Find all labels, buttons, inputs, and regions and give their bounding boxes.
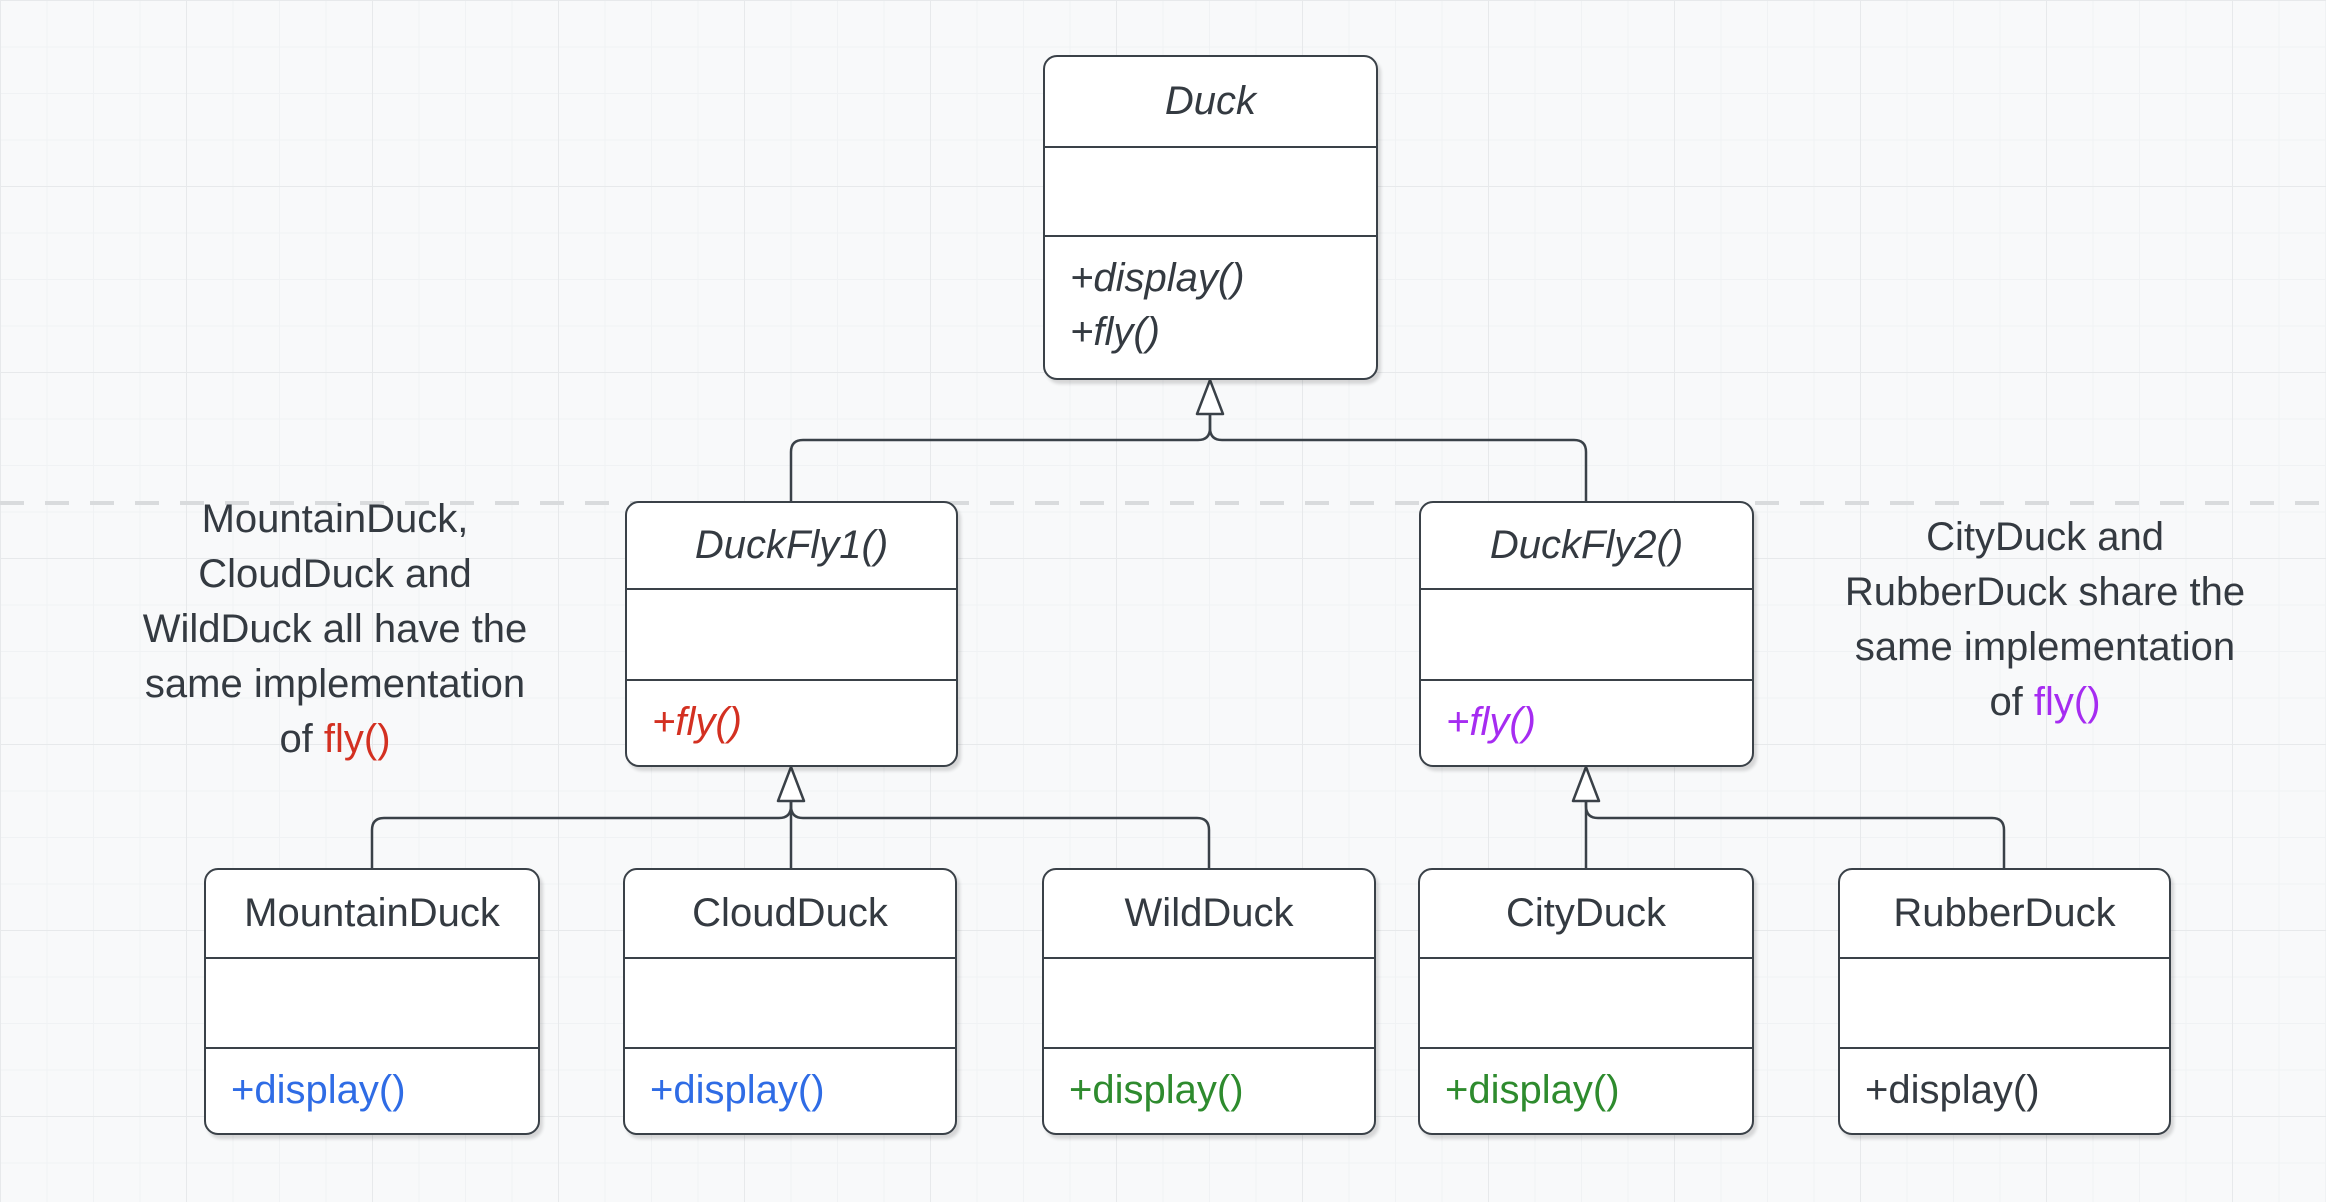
method-display: +display() [1445, 1068, 1620, 1112]
class-duck-title: Duck [1045, 57, 1376, 148]
annotation-left[interactable]: MountainDuck, CloudDuck and WildDuck all… [85, 492, 585, 767]
inheritance-arrow-duck [1195, 378, 1225, 416]
annotation-line: of fly() [85, 712, 585, 767]
connector-duckfly1-to-duck[interactable] [789, 414, 1212, 501]
class-duckfly2-title: DuckFly2() [1421, 503, 1752, 590]
annotation-line: MountainDuck, [201, 497, 469, 541]
method-fly: +fly() [1446, 700, 1536, 744]
connector-duckfly2-to-duck[interactable] [1208, 414, 1588, 501]
class-mountainduck-attributes [206, 959, 538, 1049]
annotation-line: WildDuck all have the [142, 607, 528, 651]
class-wildduck[interactable]: WildDuck +display() [1042, 868, 1376, 1135]
annotation-text: of [279, 717, 324, 761]
class-duckfly2-methods: +fly() [1421, 681, 1752, 765]
annotation-text: of [1989, 680, 2034, 724]
connector-wildduck-to-duckfly1[interactable] [789, 801, 1211, 868]
method-fly: +fly() [1070, 310, 1160, 354]
class-wildduck-methods: +display() [1044, 1049, 1374, 1133]
class-cityduck-attributes [1420, 959, 1752, 1049]
class-rubberduck-attributes [1840, 959, 2169, 1049]
class-cloudduck-title: CloudDuck [625, 870, 955, 959]
annotation-line: CloudDuck and [198, 552, 472, 596]
annotation-highlight-fly: fly() [2033, 680, 2101, 724]
inheritance-arrow-duckfly2 [1571, 765, 1601, 803]
class-duck-attributes [1045, 148, 1376, 237]
class-wildduck-title: WildDuck [1044, 870, 1374, 959]
class-cloudduck-methods: +display() [625, 1049, 955, 1133]
class-duck-methods: +display() +fly() [1045, 237, 1376, 378]
class-mountainduck-methods: +display() [206, 1049, 538, 1133]
class-mountainduck-title: MountainDuck [206, 870, 538, 959]
annotation-line: same implementation [1854, 625, 2236, 669]
annotation-line: of fly() [1795, 675, 2295, 730]
method-display: +display() [650, 1068, 825, 1112]
class-cloudduck-attributes [625, 959, 955, 1049]
class-cityduck-title: CityDuck [1420, 870, 1752, 959]
method-fly: +fly() [652, 700, 742, 744]
annotation-line: RubberDuck share the [1844, 570, 2246, 614]
inheritance-arrow-duckfly1 [776, 765, 806, 803]
dashed-separator-line [0, 501, 2326, 505]
method-display: +display() [1069, 1068, 1244, 1112]
class-rubberduck[interactable]: RubberDuck +display() [1838, 868, 2171, 1135]
method-display: +display() [1865, 1068, 2040, 1112]
annotation-right[interactable]: CityDuck and RubberDuck share the same i… [1795, 510, 2295, 730]
method-display: +display() [231, 1068, 406, 1112]
class-duckfly1-title: DuckFly1() [627, 503, 956, 590]
connector-rubberduck-to-duckfly2[interactable] [1584, 801, 2006, 868]
connector-mountainduck-to-duckfly1[interactable] [370, 801, 793, 868]
class-mountainduck[interactable]: MountainDuck +display() [204, 868, 540, 1135]
method-display: +display() [1070, 256, 1245, 300]
class-cityduck-methods: +display() [1420, 1049, 1752, 1133]
class-wildduck-attributes [1044, 959, 1374, 1049]
class-duckfly2[interactable]: DuckFly2() +fly() [1419, 501, 1754, 767]
class-duckfly1-attributes [627, 590, 956, 681]
class-duckfly2-attributes [1421, 590, 1752, 681]
annotation-line: CityDuck and [1926, 515, 2164, 559]
class-rubberduck-title: RubberDuck [1840, 870, 2169, 959]
class-duckfly1[interactable]: DuckFly1() +fly() [625, 501, 958, 767]
class-rubberduck-methods: +display() [1840, 1049, 2169, 1133]
class-duck[interactable]: Duck +display() +fly() [1043, 55, 1378, 380]
annotation-highlight-fly: fly() [323, 717, 391, 761]
class-cityduck[interactable]: CityDuck +display() [1418, 868, 1754, 1135]
class-duckfly1-methods: +fly() [627, 681, 956, 765]
class-cloudduck[interactable]: CloudDuck +display() [623, 868, 957, 1135]
annotation-line: same implementation [144, 662, 526, 706]
